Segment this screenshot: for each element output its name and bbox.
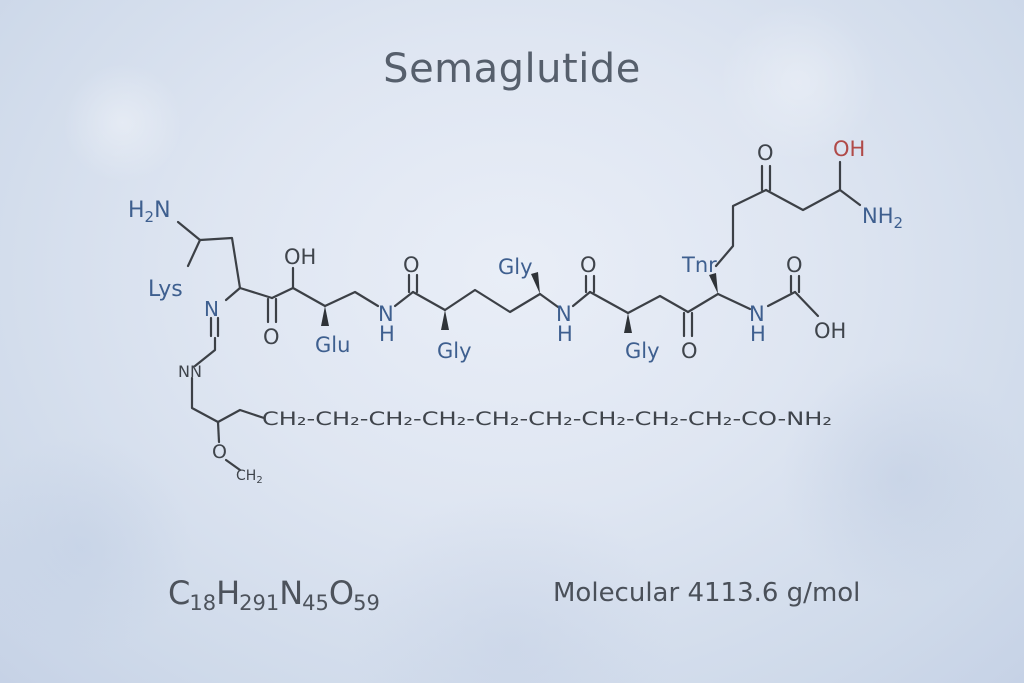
carbonyl-oxygen-1: O bbox=[263, 325, 280, 349]
side-keto-oxygen: O bbox=[757, 141, 774, 165]
carbonyl-oxygen-5: O bbox=[786, 253, 803, 277]
amide-n-2: N bbox=[556, 302, 572, 326]
atom-labels: H2N Lys OH O Glu N NN N H O Gly Gly N H … bbox=[128, 137, 903, 486]
lys-label: Lys bbox=[148, 277, 183, 302]
bond-skeleton bbox=[176, 160, 862, 472]
amide-n-3: N bbox=[749, 302, 765, 326]
page-title: Semaglutide bbox=[383, 46, 641, 92]
amide-n-1: N bbox=[378, 302, 394, 326]
gly-label-2: Gly bbox=[498, 255, 533, 279]
side-oh-label: OH bbox=[833, 137, 865, 161]
alkyl-chain: CH₂-CH₂-CH₂-CH₂-CH₂-CH₂-CH₂-CH₂-CH₂-CO-N… bbox=[262, 408, 832, 430]
nn-label: NN bbox=[178, 362, 202, 381]
molecular-weight: Molecular 4113.6 g/mol bbox=[553, 578, 861, 608]
amide-h-3: H bbox=[750, 322, 766, 346]
imine-n-label: N bbox=[204, 297, 219, 321]
glu-label: Glu bbox=[315, 333, 350, 357]
amide-h-1: H bbox=[379, 322, 395, 346]
amide-h-2: H bbox=[557, 322, 573, 346]
ether-ch2-label: CH2 bbox=[236, 468, 263, 486]
molecular-formula: C18H291N45O59 bbox=[168, 574, 380, 615]
ether-oxygen: O bbox=[212, 441, 227, 463]
oh-glu-label: OH bbox=[284, 245, 316, 269]
tnr-label: Tnr bbox=[681, 253, 717, 277]
carbonyl-oxygen-4: O bbox=[681, 339, 698, 363]
carbonyl-oxygen-2: O bbox=[403, 253, 420, 277]
gly-label-1: Gly bbox=[437, 339, 472, 363]
gly-label-3: Gly bbox=[625, 339, 660, 363]
carbonyl-oxygen-3: O bbox=[580, 253, 597, 277]
acid-oh-label: OH bbox=[814, 319, 846, 343]
side-nh2-label: NH2 bbox=[862, 204, 903, 232]
h2n-label: H2N bbox=[128, 198, 171, 226]
